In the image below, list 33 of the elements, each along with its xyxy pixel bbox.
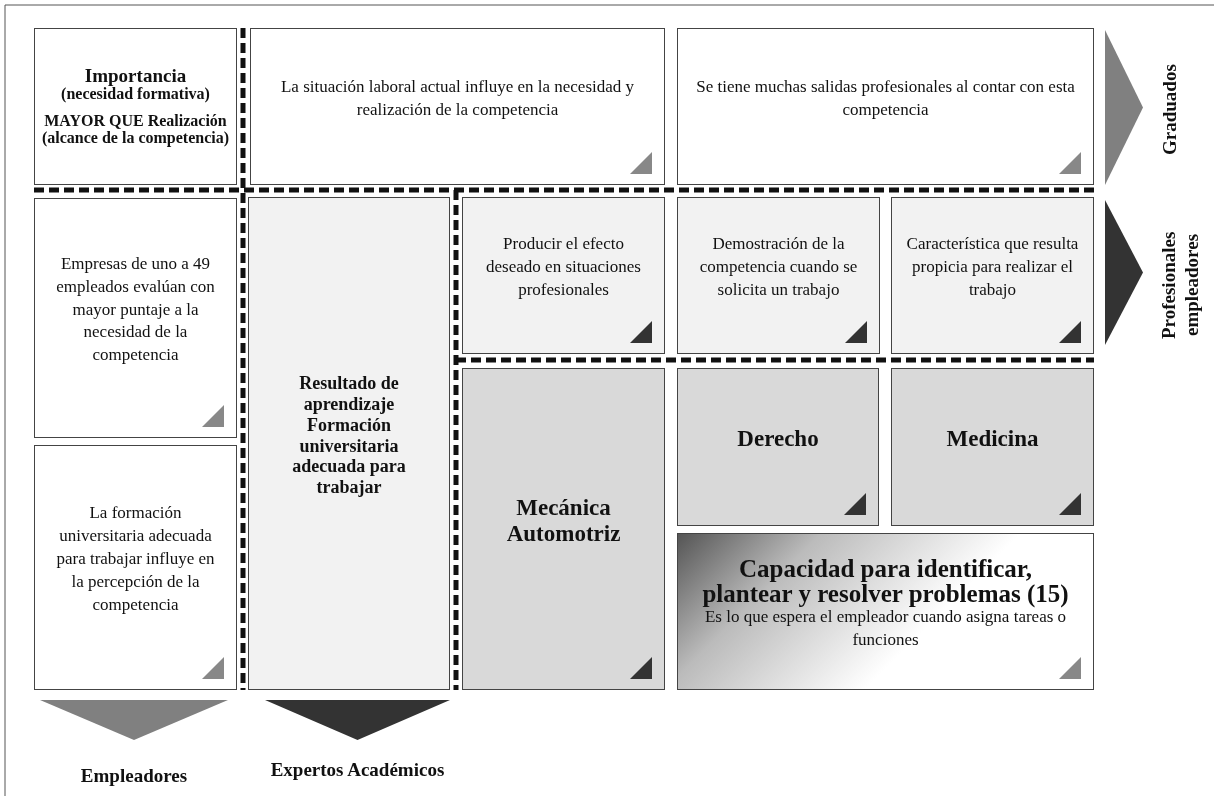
- box-text: Medicina: [946, 425, 1039, 453]
- box-text: Capacidad para identificar, plantear y resolver problemas (15): [701, 555, 1070, 606]
- box-text: La situación laboral actual influye en la necesidad y realización de la competencia: [279, 75, 636, 121]
- text-box: [462, 368, 665, 690]
- box-text: Demostración de la competencia cuando se solicita un trabajo: [698, 233, 859, 301]
- text-box: [34, 28, 237, 185]
- box-subtext: (necesidad formativa): [61, 86, 210, 104]
- text-box: [248, 197, 450, 690]
- box-text: Producir el efecto deseado en situaciones profesionales: [485, 233, 642, 301]
- box-text: Característica que resulta propicia para realizar el trabajo: [906, 233, 1079, 301]
- box-subtext: Es lo que espera el empleador cuando asigna tareas o funciones: [704, 606, 1067, 651]
- box-text: La formación universitaria adecuada para trabajar influye en la percepción de la competencia: [55, 502, 216, 616]
- box-text: Se tiene muchas salidas profesionales al contar con esta competencia: [695, 75, 1076, 121]
- text-box: [677, 533, 1094, 690]
- group-label: Profesionales empleadores: [1157, 230, 1203, 341]
- text-box: [250, 28, 665, 185]
- group-label: Graduados: [1157, 63, 1181, 158]
- box-text: Importancia: [84, 66, 187, 87]
- box-text: Resultado de aprendizaje Formación universitaria adecuada para trabajar: [291, 373, 407, 498]
- group-label: Empleadores: [79, 763, 189, 788]
- text-box: [462, 197, 665, 354]
- text-box: [891, 368, 1094, 526]
- text-box: [677, 28, 1094, 185]
- text-box: [891, 197, 1094, 354]
- box-subtext: MAYOR QUE Realización (alcance de la competencia): [40, 113, 231, 147]
- box-text: Mecánica Automotriz: [505, 494, 622, 548]
- text-box: [677, 368, 879, 526]
- text-box: [677, 197, 880, 354]
- box-text: Derecho: [737, 425, 819, 453]
- text-box: [34, 445, 237, 690]
- group-label: Expertos Académicos: [269, 757, 446, 782]
- text-box: [34, 198, 237, 438]
- box-text: Empresas de uno a 49 empleados evalúan con mayor puntaje a la necesidad de la competencia: [55, 252, 216, 367]
